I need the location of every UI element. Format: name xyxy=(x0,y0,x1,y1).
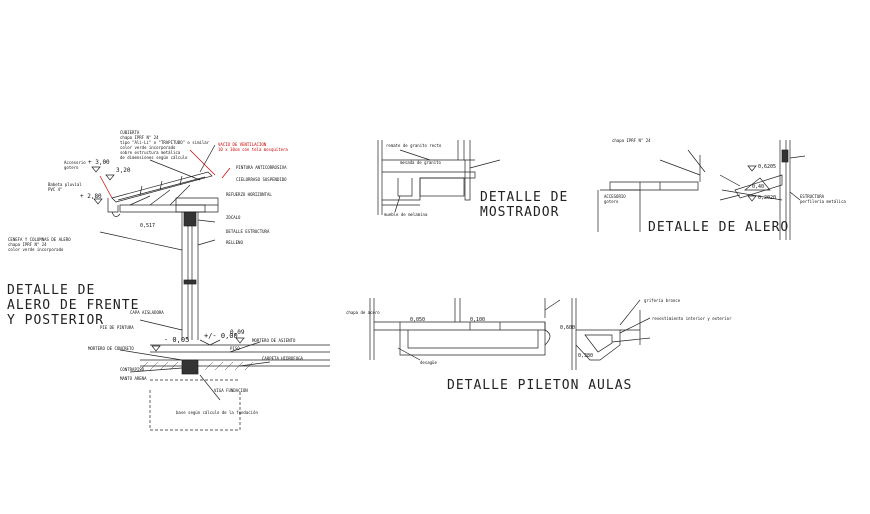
note-pileton-0100: 0,100 xyxy=(470,317,486,323)
title-alero: DETALLE DE ALERO xyxy=(648,220,790,235)
note-pie-pintura: PIE DE PINTURA xyxy=(100,325,134,330)
note-vacio-ventilacion: VACIO DE VENTILACION 10 x 10cm con tela … xyxy=(218,142,288,152)
note-pileton-grifo: grifería bronce xyxy=(644,298,681,303)
note-cubierta: CUBIERTA chapa IPRF N° 24 tipo "Ali-Li" … xyxy=(120,130,210,160)
note-piso: PISO xyxy=(230,346,240,351)
title-alero-frente-line1: DETALLE DE xyxy=(7,283,96,298)
alero-level-040: 0,40 xyxy=(752,184,765,190)
level-0517: 0,517 xyxy=(140,223,156,229)
pileton-detail xyxy=(369,298,651,370)
title-mostrador-line1: DETALLE DE xyxy=(480,190,569,205)
title-alero-frente-line2: ALERO DE FRENTE xyxy=(7,298,140,313)
note-mostrador-bottom: mueble de melamina xyxy=(384,212,428,217)
note-viga-fundacion: VIGA FUNDACION xyxy=(214,388,248,393)
note-mortero-asiento: MORTERO DE ASIENTO xyxy=(252,338,296,343)
note-alero-estructura: ESTRUCTURA perfilería metálica xyxy=(800,194,846,204)
note-manto: MANTO ARENA xyxy=(120,376,147,381)
level-plus-320: 3,20 xyxy=(116,167,131,174)
note-detalle-estructura: DETALLE ESTRUCTURA xyxy=(226,229,270,234)
note-pileton-050: 0,050 xyxy=(410,317,426,323)
note-pileton-0600: 0,600 xyxy=(560,325,576,331)
level-plus-300: + 3,00 xyxy=(88,159,110,166)
note-alero-accesorio: ACCESORIO gotero xyxy=(604,194,626,204)
alero-level-02020: 0,2020 xyxy=(758,195,777,201)
note-base: base según cálculo de la fundación xyxy=(176,410,258,415)
alero-frente-detail xyxy=(91,144,330,431)
note-accesorio: Accesorio gotero xyxy=(64,160,86,170)
note-mortero: MORTERO DE CONCRETO xyxy=(88,346,134,351)
level-plus-009: 0,09 xyxy=(230,329,245,336)
note-relleno: RELLENO xyxy=(226,240,243,245)
note-zocalo: ZOCALO xyxy=(226,215,241,220)
note-pileton-chapa: chapa de acero xyxy=(346,310,380,315)
note-pileton-revestimiento: revestimiento interior y exterior xyxy=(652,316,732,321)
level-minus-005: - 0,05 xyxy=(164,336,190,344)
title-alero-frente-line3: Y POSTERIOR xyxy=(7,313,105,328)
note-carpeta-hidrofuga: CARPETA HIDROFUGA xyxy=(262,356,303,361)
level-plus-280: + 2,80 xyxy=(80,193,102,200)
note-cielorraso: CIELORRASO SUSPENDIDO xyxy=(236,177,287,182)
mostrador-detail xyxy=(377,140,501,215)
note-pintura: PINTURA ANTICORROSIVA xyxy=(236,165,287,170)
title-mostrador-line2: MOSTRADOR xyxy=(480,205,560,220)
title-pileton: DETALLE PILETON AULAS xyxy=(447,378,633,393)
note-pileton-0380: 0,380 xyxy=(578,353,594,359)
alero-detail xyxy=(597,140,806,240)
note-contrapiso: CONTRAPISO xyxy=(120,367,145,372)
level-plus-000: +/- 0,00 xyxy=(204,332,238,340)
note-mostrador-top: remate de granito recto xyxy=(386,143,442,148)
note-alero-chapa: chapa IPRF N° 24 xyxy=(612,138,651,143)
alero-level-0620: 0,6205 xyxy=(758,164,777,170)
note-cenefa: CENEFA Y COLUMNAS DE ALERO chapa IPRF N°… xyxy=(8,237,71,252)
note-capa-aisladora: CAPA AISLADORA xyxy=(130,310,164,315)
note-pileton-desague: desagüe xyxy=(420,360,437,365)
note-mostrador-mid: mesada de granito xyxy=(400,160,441,165)
note-refuerzo: REFUERZO HORIZONTAL xyxy=(226,192,272,197)
note-babeta: Babeta pluvial PVC 4" xyxy=(48,182,82,192)
